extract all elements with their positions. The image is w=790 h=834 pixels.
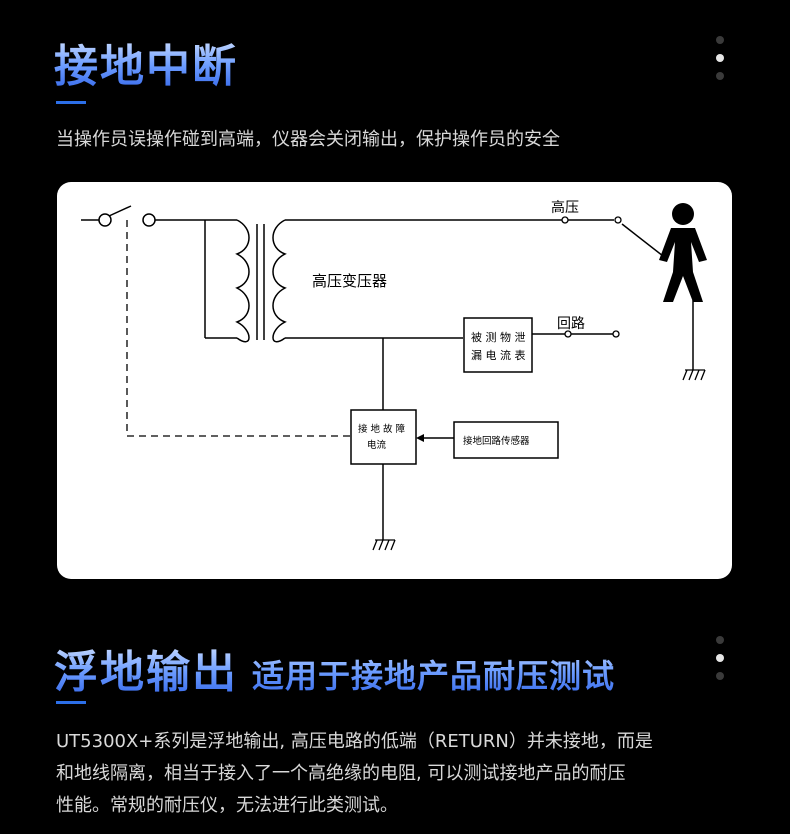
section1-title: 接地中断	[54, 30, 238, 94]
operator-figure-icon	[659, 203, 707, 302]
circuit-schematic: 高压 高压变压器 回路 被 测 物 泄 漏 电 流 表 接 地 故 障 电流 接…	[81, 199, 707, 551]
label-transformer: 高压变压器	[312, 272, 387, 290]
label-ground-loop-sensor: 接地回路传感器	[463, 435, 530, 447]
pager-dot[interactable]	[716, 36, 724, 44]
grounding-interrupt-diagram: 高压 高压变压器 回路 被 测 物 泄 漏 电 流 表 接 地 故 障 电流 接…	[57, 182, 732, 579]
section2-title: 浮地输出适用于接地产品耐压测试	[54, 636, 615, 700]
section2-subtitle: 适用于接地产品耐压测试	[252, 657, 616, 695]
label-high-voltage: 高压	[551, 199, 579, 216]
section2-description-line: 性能。常规的耐压仪，无法进行此类测试。	[56, 795, 398, 816]
section2-accent-bar	[56, 701, 86, 704]
pager-dot-active[interactable]	[716, 54, 724, 62]
label-return: 回路	[557, 316, 585, 332]
label-fault-current-line2: 电流	[367, 439, 387, 451]
label-fault-current-line1: 接 地 故 障	[358, 423, 406, 435]
section2-description-line: 和地线隔离，相当于接入了一个高绝缘的电阻, 可以测试接地产品的耐压	[56, 763, 626, 784]
section1-pager[interactable]	[716, 36, 726, 90]
section2-description-line: UT5300X+系列是浮地输出, 高压电路的低端（RETURN）并未接地，而是	[56, 731, 653, 752]
label-leak-meter-line1: 被 测 物 泄	[471, 330, 526, 344]
section2-description: UT5300X+系列是浮地输出, 高压电路的低端（RETURN）并未接地，而是 …	[56, 726, 653, 822]
label-leak-meter-line2: 漏 电 流 表	[471, 348, 526, 362]
section1-description: 当操作员误操作碰到高端，仪器会关闭输出，保护操作员的安全	[56, 129, 560, 150]
section2-pager[interactable]	[716, 636, 726, 690]
pager-dot[interactable]	[716, 672, 724, 680]
pager-dot[interactable]	[716, 636, 724, 644]
pager-dot[interactable]	[716, 72, 724, 80]
section1-accent-bar	[56, 101, 86, 104]
pager-dot-active[interactable]	[716, 654, 724, 662]
